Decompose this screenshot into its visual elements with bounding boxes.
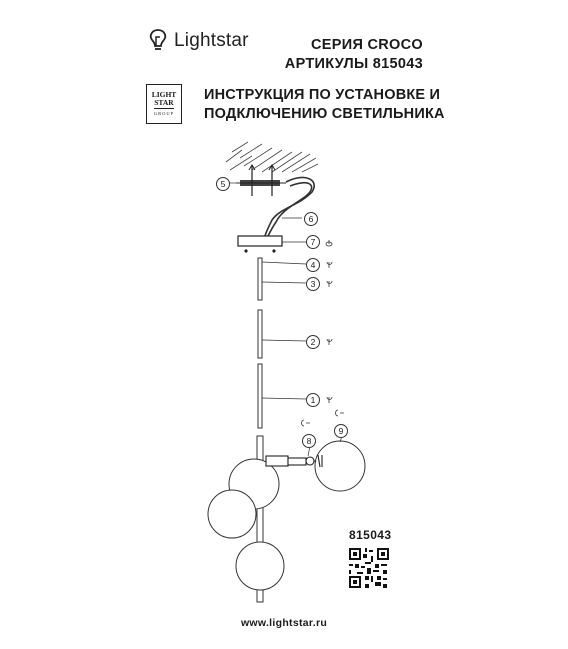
instruction-line-2: ПОДКЛЮЧЕНИЮ СВЕТИЛЬНИКА [204,106,445,122]
glass-shades [207,440,366,591]
callout-7: 7 [306,235,320,249]
logo-line-2: STAR [154,97,174,107]
ceiling-hatch [225,141,319,173]
brand-logo: Lightstar [148,28,249,54]
callout-5: 5 [216,177,230,191]
callout-6: 6 [304,212,318,226]
screw-icon [301,240,344,427]
mounting-bracket [236,164,286,196]
socket-arm [265,454,323,468]
leader-lines [229,182,343,457]
canopy [237,235,283,247]
brand-name: Lightstar [174,30,249,51]
series-block: СЕРИЯ CROCO АРТИКУЛЫ 815043 [285,36,423,74]
qr-code-icon [349,548,389,588]
logo-line-1: LIGHT [151,89,177,99]
website-url: www.lightstar.ru [240,617,328,629]
callout-2: 2 [306,335,320,349]
callout-1: 1 [306,393,320,407]
lightstar-group-logo: LIGHT STAR GROUP [146,84,182,124]
callout-8: 8 [302,434,316,448]
callout-3: 3 [306,277,320,291]
callout-4: 4 [306,258,320,272]
callout-9: 9 [334,424,348,438]
rod-segments [256,257,264,603]
article-title: АРТИКУЛЫ 815043 [284,56,423,72]
instruction-title: ИНСТРУКЦИЯ ПО УСТАНОВКЕ И ПОДКЛЮЧЕНИЮ СВ… [204,86,445,124]
cable-bundle [264,176,315,237]
instruction-line-1: ИНСТРУКЦИЯ ПО УСТАНОВКЕ И [204,87,441,103]
logo-line-3: GROUP [153,107,175,118]
series-title: СЕРИЯ CROCO [311,37,423,53]
article-number: 815043 [349,528,392,542]
lightbulb-logo-icon [149,29,167,50]
